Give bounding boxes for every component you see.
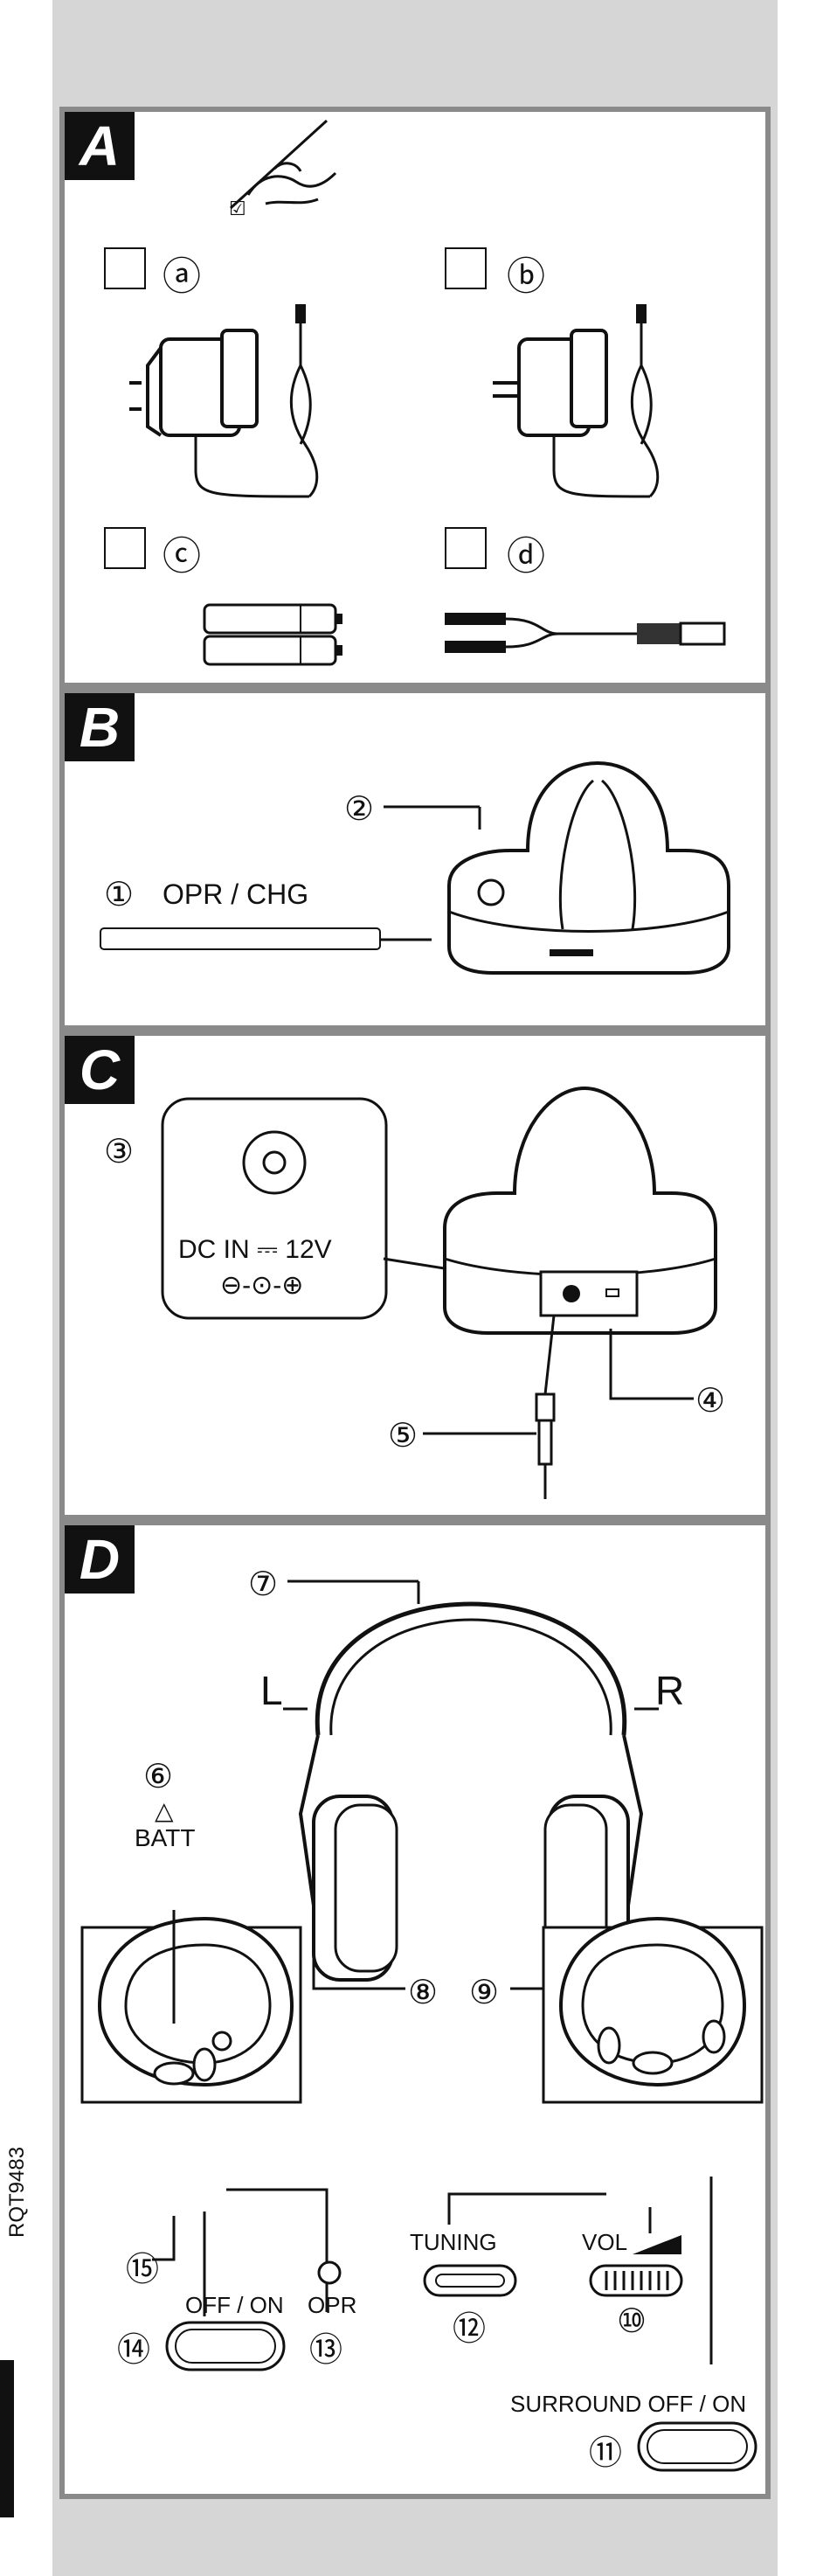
callout-3: ③ [104,1132,134,1171]
charger-stand-illustration [432,737,746,999]
batt-symbol: △ [155,1796,174,1825]
callout-14: ⑭ [117,2323,150,2371]
ac-adapter-b-illustration [475,295,676,523]
dc-plug-illustration [501,1316,729,1517]
callout-10: ⑩ [617,2302,647,2341]
marker-d: ⓓ [507,524,545,580]
panel-d: D ⑦ L R ⑥ △ BATT ⑧ ⑨ [59,1520,771,2499]
callout-7: ⑦ [248,1565,278,1604]
panel-b: B ② ① OPR / CHG [59,688,771,1031]
callout-1: ① [104,875,134,914]
panel-b-letter: B [65,693,135,761]
opr-chg-indicator-bar [100,927,432,954]
callout-11: ⑪ [589,2426,622,2474]
callout-6: ⑥ [143,1757,173,1796]
vol-label: VOL [582,2229,627,2256]
callout-15: ⑮ [126,2242,159,2290]
checkbox-b [445,247,487,289]
ac-adapter-a-illustration [135,295,335,523]
checkbox-c [104,527,146,569]
opr-chg-label: OPR / CHG [163,878,308,911]
checkbox-icon: ☑ [229,198,246,220]
batteries-illustration [196,601,353,671]
batt-label: BATT [135,1824,195,1852]
callout-5: ⑤ [388,1416,418,1455]
callout-4: ④ [695,1381,725,1420]
panel-c-letter: C [65,1036,135,1104]
panel-c: C ③ DC IN ⎓ 12V ⊖-⊙-⊕ ④ ⑤ [59,1031,771,1520]
marker-a: ⓐ [163,245,201,301]
right-label: R [655,1667,684,1714]
checkbox-a [104,247,146,289]
power-offon-label: OFF / ON [185,2292,284,2319]
left-label: L [260,1667,283,1714]
opr-label: OPR [308,2292,356,2319]
tuning-button[interactable] [423,2264,519,2299]
panel-d-letter: D [65,1525,135,1594]
marker-b: ⓑ [507,245,545,301]
power-switch[interactable] [165,2321,287,2373]
audio-cable-illustration [445,606,733,667]
opr-indicator [316,2260,342,2286]
surround-switch[interactable] [637,2421,759,2474]
charger-rear-illustration [410,1071,733,1350]
surround-label: SURROUND OFF / ON [510,2391,746,2418]
page-edge-marker [0,2360,14,2517]
tuning-label: TUNING [410,2229,497,2256]
checkbox-d [445,527,487,569]
volume-wedge-icon [633,2232,685,2258]
panel-a: A ☑ ⓐ ⓑ ⓒ ⓓ [59,107,771,688]
callout-13: ⑬ [309,2323,342,2371]
polarity-symbol: ⊖-⊙-⊕ [220,1270,303,1301]
document-code: RQT9483 [5,2147,30,2238]
callout-12: ⑫ [453,2302,486,2350]
volume-dial[interactable] [589,2264,685,2299]
marker-c: ⓒ [163,524,201,580]
callout-2: ② [344,789,374,829]
panel-a-letter: A [65,112,135,180]
dc-in-label: DC IN ⎓ 12V [178,1235,332,1265]
